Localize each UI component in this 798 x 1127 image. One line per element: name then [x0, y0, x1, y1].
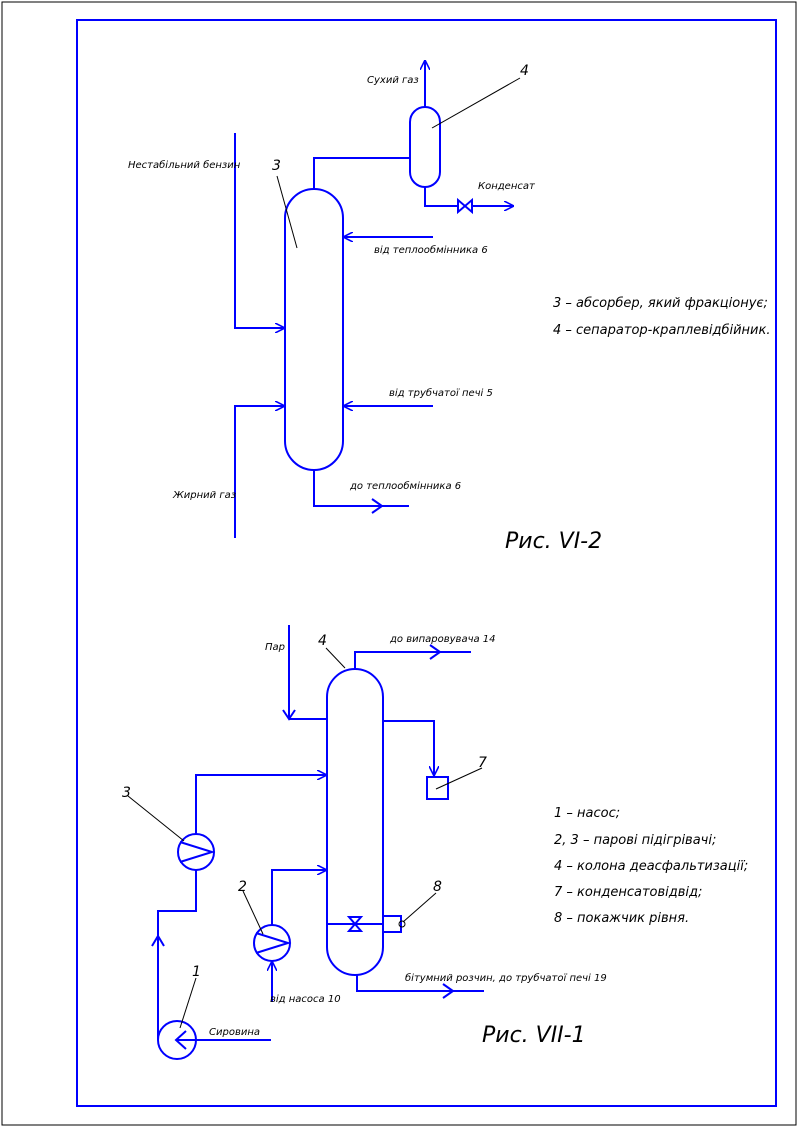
legend-1: 3 – абсорбер, який фракціонує; [553, 296, 768, 311]
number-8: 8 [433, 879, 442, 895]
level-gauge-point [398, 920, 406, 928]
figure-vii-1: Пар до випаровувача 14 бітумний розчин, … [122, 625, 748, 1060]
label-unstable-gasoline: Нестабільний бензин [128, 159, 241, 171]
absorber-column [284, 188, 344, 471]
heater-2-outlet [271, 870, 327, 925]
label-from-exchanger: від теплообмінника 6 [374, 244, 488, 256]
label-from-pump: від насоса 10 [270, 993, 341, 1005]
fat-gas-line [234, 406, 285, 538]
label-condensate: Конденсат [478, 181, 536, 192]
valve-icon [457, 197, 473, 215]
legend-b1: 1 – насос; [554, 806, 620, 821]
number-4: 4 [520, 63, 529, 79]
leader-8 [402, 892, 437, 923]
pump-discharge-arrowhead [151, 934, 165, 947]
label-from-furnace: від трубчатої печі 5 [389, 387, 493, 399]
drawing-frame [76, 19, 777, 1107]
heater-3-symbol [179, 841, 216, 863]
heater-2 [253, 924, 291, 962]
number-4b: 4 [318, 633, 327, 649]
overhead-line [313, 157, 410, 189]
caption-fig-vi-2: Рис. VI-2 [505, 529, 602, 554]
label-feedstock: Сировина [209, 1027, 260, 1038]
leader-4 [431, 77, 521, 129]
label-to-evaporator: до випаровувача 14 [389, 634, 496, 645]
leader-4b [325, 647, 346, 669]
leader-3b [127, 795, 185, 842]
caption-fig-vii-1: Рис. VII-1 [482, 1023, 586, 1048]
label-steam: Пар [265, 642, 285, 653]
label-fat-gas: Жирний газ [172, 490, 236, 501]
legend-b2: 2, 3 – парові підігрівачі; [554, 833, 716, 848]
condensate-line [424, 187, 458, 207]
bitumen-line [356, 975, 484, 992]
figure-vi-2: Сухий газ Конденсат Нестабільний бензин … [128, 60, 770, 554]
condensate-trap-line [383, 720, 434, 776]
number-3b: 3 [122, 785, 131, 801]
heater-3-outlet [195, 775, 327, 834]
number-7: 7 [478, 755, 487, 771]
heater-2-symbol [255, 932, 292, 954]
leader-1 [179, 977, 197, 1029]
level-gauge [383, 915, 402, 933]
bottoms-line [313, 470, 409, 507]
pump-to-heater-line [157, 870, 197, 1040]
number-3: 3 [272, 158, 281, 174]
overhead-arrowhead [429, 644, 442, 660]
heater-3 [177, 833, 215, 871]
overhead-line-2 [354, 651, 471, 669]
leader-3 [276, 175, 298, 249]
label-to-exchanger: до теплообмінника 6 [349, 480, 461, 492]
bottoms-arrowhead [371, 498, 384, 514]
label-dry-gas: Сухий газ [367, 75, 419, 86]
number-1: 1 [192, 964, 201, 980]
label-bitumen: бітумний розчин, до трубчатої печі 19 [405, 972, 607, 984]
pump-1-symbol [174, 1030, 187, 1050]
legend-b5: 8 – покажчик рівня. [554, 911, 689, 926]
legend-2: 4 – сепаратор-краплевідбійник. [553, 323, 770, 338]
separator-vessel [409, 106, 441, 188]
legend-b3: 4 – колона деасфальтизації; [554, 859, 748, 874]
number-2: 2 [238, 879, 247, 895]
bitumen-arrowhead [442, 983, 455, 999]
condensate-trap [426, 776, 449, 800]
unstable-gasoline-line [234, 133, 285, 328]
internal-valve-icon [346, 916, 364, 932]
leader-2 [242, 890, 264, 935]
legend-b4: 7 – конденсатовідвід; [554, 885, 702, 900]
leader-7 [435, 767, 483, 790]
deasphalting-column [326, 668, 384, 976]
